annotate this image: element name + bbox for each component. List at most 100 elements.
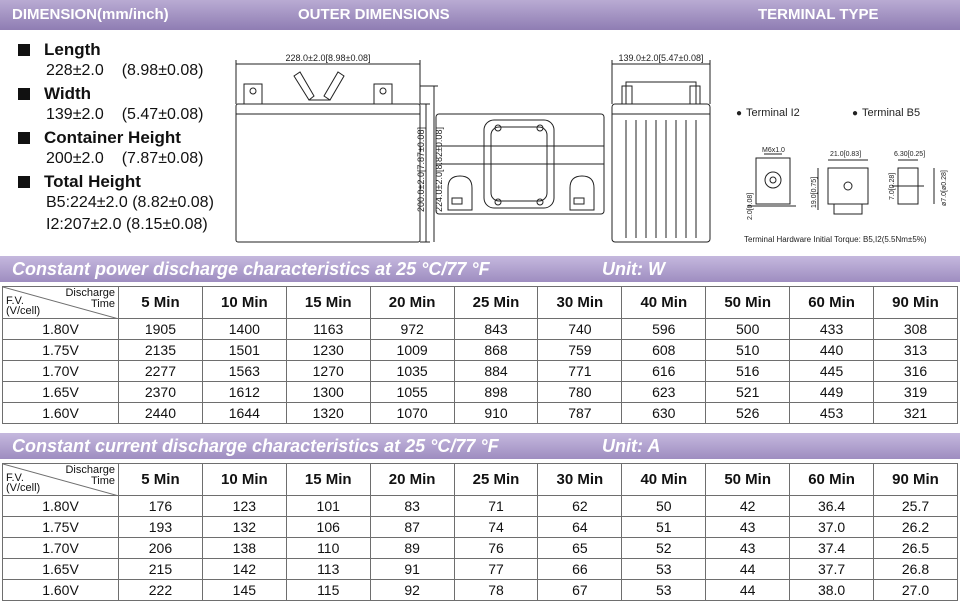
value-cell: 51	[621, 516, 707, 538]
column-header: 90 Min	[873, 463, 958, 496]
value-cell: 52	[621, 537, 707, 559]
value-cell: 115	[285, 579, 371, 601]
value-cell: 26.5	[873, 537, 958, 559]
value-cell: 145	[201, 579, 287, 601]
power-section-unit: Unit: W	[602, 259, 665, 279]
final-voltage-cell: 1.75V	[2, 339, 119, 361]
value-cell: 91	[369, 558, 455, 580]
value-cell: 898	[453, 381, 539, 403]
value-cell: 787	[537, 402, 623, 424]
value-cell: 759	[537, 339, 623, 361]
value-cell: 65	[537, 537, 623, 559]
value-cell: 42	[705, 495, 791, 517]
terminal-base-label: 2.0[0.08]	[747, 193, 754, 220]
value-cell: 1070	[369, 402, 455, 424]
value-cell: 972	[369, 318, 455, 340]
value-cell: 26.2	[873, 516, 958, 538]
column-header: 15 Min	[285, 463, 371, 496]
value-cell: 43	[705, 516, 791, 538]
value-cell: 193	[118, 516, 203, 538]
value-cell: 2440	[118, 402, 203, 424]
dim-total-b5: B5:224±2.0	[46, 194, 128, 211]
value-cell: 78	[453, 579, 539, 601]
bullet-square-icon	[18, 132, 30, 144]
value-cell: 308	[873, 318, 958, 340]
value-cell: 316	[873, 360, 958, 382]
value-cell: 2135	[118, 339, 203, 361]
value-cell: 884	[453, 360, 539, 382]
value-cell: 222	[118, 579, 203, 601]
current-section-unit: Unit: A	[602, 436, 661, 456]
dim-container-height-mm: 200±2.0	[46, 150, 104, 167]
value-cell: 780	[537, 381, 623, 403]
power-section-band: Constant power discharge characteristics…	[0, 256, 960, 282]
value-cell: 44	[705, 558, 791, 580]
final-voltage-cell: 1.70V	[2, 360, 119, 382]
value-cell: 110	[285, 537, 371, 559]
value-cell: 771	[537, 360, 623, 382]
value-cell: 1501	[201, 339, 287, 361]
value-cell: 1230	[285, 339, 371, 361]
value-cell: 36.4	[789, 495, 875, 517]
value-cell: 77	[453, 558, 539, 580]
corner-diagonal	[3, 287, 119, 319]
value-cell: 53	[621, 558, 707, 580]
value-cell: 92	[369, 579, 455, 601]
value-cell: 1400	[201, 318, 287, 340]
final-voltage-cell: 1.65V	[2, 381, 119, 403]
value-cell: 71	[453, 495, 539, 517]
value-cell: 101	[285, 495, 371, 517]
terminal-height-label: 19.0[0.75]	[811, 177, 818, 208]
value-cell: 433	[789, 318, 875, 340]
dim-total-b5-inch: (8.82±0.08)	[132, 194, 214, 211]
dim-container-height: Container Height 200±2.0(7.87±0.08)	[18, 128, 228, 168]
final-voltage-cell: 1.60V	[2, 402, 119, 424]
value-cell: 449	[789, 381, 875, 403]
value-cell: 630	[621, 402, 707, 424]
outer-dimension-drawing: 228.0±2.0[8.98±0.08] 139.0±2.0[5.47±0.08…	[235, 53, 948, 244]
column-header: 25 Min	[453, 286, 539, 319]
terminal-width-label: 21.0[0.83]	[830, 151, 861, 158]
value-cell: 843	[453, 318, 539, 340]
value-cell: 596	[621, 318, 707, 340]
column-header: 25 Min	[453, 463, 539, 496]
total-height-dimension-label: 224.0±2.0[8.82±0.08]	[434, 127, 444, 212]
value-cell: 37.0	[789, 516, 875, 538]
final-voltage-cell: 1.80V	[2, 495, 119, 517]
dimension-list: Length 228±2.0(8.98±0.08) Width 139±2.0(…	[18, 40, 228, 240]
value-cell: 740	[537, 318, 623, 340]
dim-total-i2: I2:207±2.0	[46, 216, 122, 233]
terminal-hole-diameter-label: ø7.0[ø0.28]	[941, 170, 948, 206]
dimension-panel: Length 228±2.0(8.98±0.08) Width 139±2.0(…	[4, 34, 956, 250]
bullet-square-icon	[18, 44, 30, 56]
value-cell: 868	[453, 339, 539, 361]
column-header: 60 Min	[789, 463, 875, 496]
corner-diagonal	[3, 464, 119, 496]
value-cell: 1644	[201, 402, 287, 424]
value-cell: 319	[873, 381, 958, 403]
column-header: 10 Min	[201, 286, 287, 319]
value-cell: 26.8	[873, 558, 958, 580]
power-section-title: Constant power discharge characteristics…	[12, 259, 490, 279]
dim-length: Length 228±2.0(8.98±0.08)	[18, 40, 228, 80]
column-header: 5 Min	[118, 286, 203, 319]
header-bar: DIMENSION(mm/inch) OUTER DIMENSIONS TERM…	[0, 0, 960, 30]
value-cell: 132	[201, 516, 287, 538]
column-header: 30 Min	[537, 463, 623, 496]
value-cell: 2277	[118, 360, 203, 382]
value-cell: 25.7	[873, 495, 958, 517]
bullet-square-icon	[18, 88, 30, 100]
dim-width-inch: (5.47±0.08)	[121, 106, 204, 123]
terminal-thickness-label: 6.30[0.25]	[894, 151, 925, 158]
terminal-type-title: TERMINAL TYPE	[758, 6, 879, 23]
value-cell: 445	[789, 360, 875, 382]
value-cell: 43	[705, 537, 791, 559]
value-cell: 27.0	[873, 579, 958, 601]
value-cell: 37.4	[789, 537, 875, 559]
